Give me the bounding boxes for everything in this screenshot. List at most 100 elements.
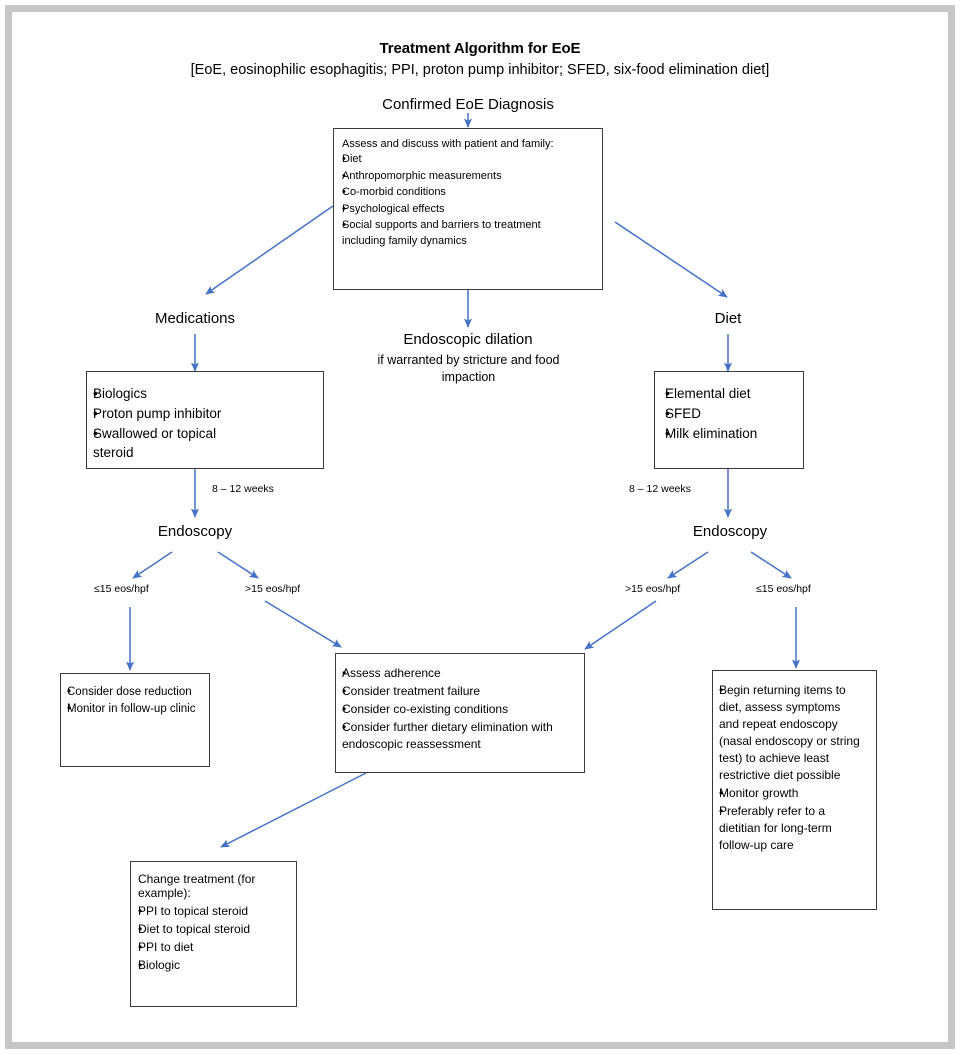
list-item-text: PPI to diet: [138, 940, 194, 955]
label-branch-dilation-note: if warranted by stricture and food impac…: [377, 353, 560, 384]
list-item-text: Monitor in follow-up clinic: [67, 703, 196, 716]
label-edge-left-high: >15 eos/hpf: [245, 583, 301, 595]
list-item: •Psychological effects: [342, 202, 592, 218]
bullet-dot: •: [93, 426, 98, 442]
list-item: •Monitor growth: [719, 785, 868, 802]
list-item-text: Milk elimination: [665, 426, 758, 442]
list-item: •Assess adherence: [342, 665, 574, 682]
dose-reduction-list: •Consider dose reduction •Monitor in fol…: [67, 684, 201, 718]
bullet-dot: •: [342, 684, 347, 699]
box-change-treatment: Change treatment (for example): •PPI to …: [130, 861, 297, 1007]
bullet-dot: •: [93, 386, 98, 401]
node-endoscopy-left: Endoscopy: [157, 523, 233, 540]
list-item-text: Monitor growth: [719, 786, 799, 801]
bullet-dot: •: [342, 666, 347, 680]
bullet-dot: •: [138, 958, 143, 973]
list-item-text: Consider treatment failure: [342, 684, 481, 699]
page-subtitle: [EoE, eosinophilic esophagitis; PPI, pro…: [190, 62, 770, 78]
label-weeks-right: 8 – 12 weeks: [629, 483, 691, 495]
list-item-text: PPI to topical steroid: [138, 904, 249, 918]
change-treatment-list: •PPI to topical steroid •Diet to topical…: [138, 903, 288, 974]
list-item-text: Consider co-existing conditions: [342, 702, 509, 717]
list-item-text: SFED: [665, 406, 702, 422]
list-item-text: Preferably refer to a dietitian for long…: [719, 804, 832, 853]
list-item: •Anthropomorphic measurements: [342, 169, 592, 185]
list-item-text: Anthropomorphic measurements: [342, 169, 502, 182]
list-item: •Consider further dietary elimination wi…: [342, 719, 574, 753]
list-item: •Consider dose reduction: [67, 684, 201, 700]
node-confirmed-diagnosis: Confirmed EoE Diagnosis: [382, 96, 554, 113]
label-branch-endoscopic-dilation: Endoscopic dilation: [403, 331, 533, 348]
medications-list: •Biologics •Proton pump inhibitor •Swall…: [93, 384, 315, 463]
box-assess-adherence: •Assess adherence •Consider treatment fa…: [335, 653, 585, 773]
list-item-text: Co-morbid conditions: [342, 186, 446, 199]
bullet-dot: •: [138, 940, 143, 955]
list-item-text: Biologics: [93, 386, 148, 401]
bullet-dot: •: [665, 406, 670, 422]
box-dose-reduction: •Consider dose reduction •Monitor in fol…: [60, 673, 210, 767]
list-item-text: Proton pump inhibitor: [93, 406, 222, 422]
list-item: •Consider treatment failure: [342, 683, 574, 700]
label-edge-left-low: ≤15 eos/hpf: [94, 583, 149, 595]
bullet-dot: •: [342, 153, 346, 165]
list-item-text: Begin returning items to diet, assess sy…: [719, 683, 860, 783]
list-item: •Swallowed or topical steroid: [93, 424, 315, 462]
bullet-dot: •: [719, 804, 724, 819]
bullet-dot: •: [342, 219, 346, 232]
label-weeks-left: 8 – 12 weeks: [212, 483, 274, 495]
list-item: •Consider co-existing conditions: [342, 701, 574, 718]
list-item-text: Swallowed or topical steroid: [93, 426, 217, 461]
list-item: •Monitor in follow-up clinic: [67, 701, 201, 717]
list-item: •Diet: [342, 152, 592, 168]
bullet-dot: •: [665, 386, 670, 401]
list-item: •Biologics: [93, 384, 315, 403]
list-item-text: Biologic: [138, 958, 181, 973]
list-item: •Begin returning items to diet, assess s…: [719, 682, 868, 784]
list-item-text: Elemental diet: [665, 386, 751, 401]
bullet-dot: •: [342, 169, 346, 182]
list-item: •Co-morbid conditions: [342, 185, 592, 201]
bullet-dot: •: [138, 922, 143, 937]
list-item: •Milk elimination: [665, 424, 797, 443]
list-item-text: Consider further dietary elimination wit…: [342, 720, 553, 752]
bullet-dot: •: [342, 702, 347, 717]
list-item: •Proton pump inhibitor: [93, 404, 315, 423]
bullet-dot: •: [67, 703, 72, 716]
list-item: •Social supports and barriers to treatme…: [342, 218, 592, 249]
list-item-text: Consider dose reduction: [67, 686, 192, 698]
box-medications: •Biologics •Proton pump inhibitor •Swall…: [86, 371, 324, 469]
list-item: •PPI to diet: [138, 939, 288, 956]
bullet-dot: •: [342, 202, 346, 215]
bullet-dot: •: [719, 786, 724, 801]
list-item-text: Assess adherence: [342, 666, 441, 680]
list-item: •Biologic: [138, 957, 288, 974]
bullet-dot: •: [342, 720, 347, 735]
page-title: Treatment Algorithm for EoE: [379, 40, 581, 57]
list-item: •Diet to topical steroid: [138, 921, 288, 938]
bullet-dot: •: [342, 186, 346, 199]
list-item-text: Diet: [342, 153, 362, 165]
list-item-text: Diet to topical steroid: [138, 922, 251, 937]
bullet-dot: •: [67, 686, 72, 698]
list-item-text: Psychological effects: [342, 202, 445, 215]
assess-box-list: •Diet •Anthropomorphic measurements •Co-…: [342, 152, 592, 250]
box-returning-items-to-diet: •Begin returning items to diet, assess s…: [712, 670, 877, 910]
label-edge-right-low: ≤15 eos/hpf: [756, 583, 811, 595]
list-item: •PPI to topical steroid: [138, 903, 288, 920]
diet-list: •Elemental diet •SFED •Milk elimination: [665, 384, 797, 443]
bullet-dot: •: [665, 426, 670, 442]
bullet-dot: •: [93, 406, 98, 422]
label-branch-medications: Medications: [154, 310, 236, 327]
node-endoscopy-right: Endoscopy: [692, 523, 768, 540]
list-item: •Preferably refer to a dietitian for lon…: [719, 803, 868, 854]
list-item: •Elemental diet: [665, 384, 797, 403]
label-branch-diet: Diet: [714, 310, 742, 327]
list-item-text: Social supports and barriers to treatmen…: [342, 219, 541, 248]
list-item: •SFED: [665, 404, 797, 423]
label-edge-right-high: >15 eos/hpf: [625, 583, 681, 595]
box-assess-and-discuss: Assess and discuss with patient and fami…: [333, 128, 603, 290]
assess-box-lead: Assess and discuss with patient and fami…: [342, 138, 554, 150]
change-treatment-lead: Change treatment (for example):: [138, 872, 256, 900]
bullet-dot: •: [719, 683, 724, 697]
